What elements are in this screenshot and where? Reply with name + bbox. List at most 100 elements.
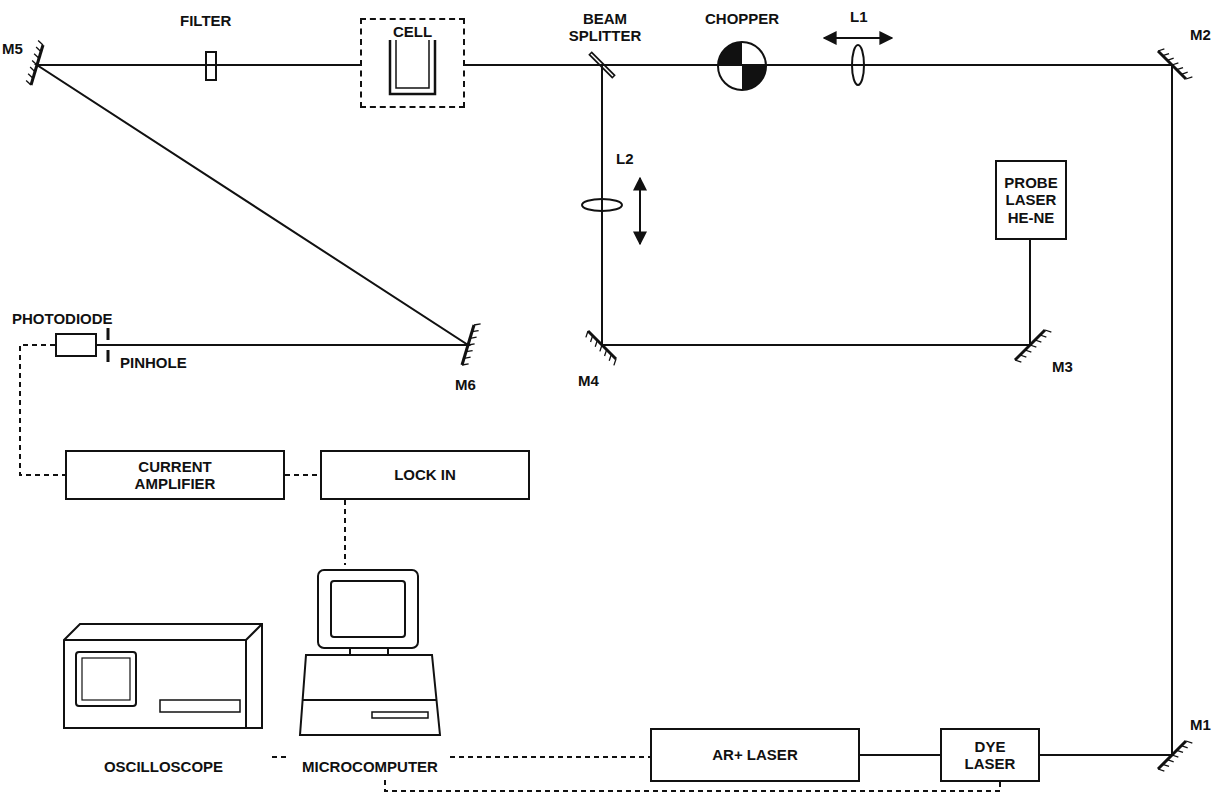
- disk-slot: [372, 712, 428, 718]
- box-label: LOCK IN: [394, 466, 456, 483]
- mirror-hatch: [34, 54, 39, 59]
- part-label: CHOPPER: [705, 10, 779, 27]
- cuvette-symbol: [390, 40, 435, 94]
- beam-line: [465, 65, 1172, 755]
- mirror-hatch: [30, 67, 35, 72]
- laser-box: PROBE LASER HE-NE: [995, 160, 1067, 240]
- monitor-case: [318, 570, 418, 648]
- oscilloscope-case: [64, 639, 246, 641]
- mirror-hatch: [1163, 54, 1169, 56]
- mirror-hatch: [1167, 760, 1173, 762]
- mirror-hatch: [1181, 746, 1187, 748]
- box-label: PROBE LASER HE-NE: [1001, 174, 1061, 226]
- pinhole-symbol: [107, 350, 110, 362]
- part-label: M1: [1190, 716, 1211, 733]
- cuvette-symbol: [396, 40, 429, 88]
- microcomputer: MICROCOMPUTER: [290, 565, 450, 778]
- laser-box: AR+ LASER: [650, 728, 860, 782]
- beam-line: [465, 65, 1030, 345]
- photodiode-box: PHOTODIODE: [55, 333, 97, 357]
- mirror-hatch: [36, 47, 41, 52]
- part-label: FILTER: [180, 12, 231, 29]
- part-label: PINHOLE: [120, 354, 187, 371]
- mirror-hatch: [28, 74, 33, 79]
- mirror-hatch: [1177, 750, 1183, 752]
- component-label: PHOTODIODE: [12, 310, 44, 327]
- mirror-hatch: [1025, 350, 1031, 352]
- mirror-hatch: [614, 359, 616, 365]
- mirror-hatch: [605, 350, 607, 356]
- mirror-hatch: [464, 357, 471, 358]
- mirror-hatch: [595, 340, 597, 346]
- part-label: M4: [578, 372, 599, 389]
- mirror-hatch: [591, 336, 593, 342]
- oscilloscope: OSCILLOSCOPE: [55, 615, 272, 778]
- pinhole-symbol: [107, 328, 110, 340]
- signal-line: [20, 345, 65, 475]
- signal-line: [285, 474, 320, 476]
- mirror-hatch: [586, 331, 588, 337]
- mirror-hatch: [474, 324, 481, 325]
- chopper-blade: [742, 66, 766, 90]
- mirror-hatch: [1186, 77, 1192, 79]
- mirror-hatch: [1177, 68, 1183, 70]
- mirror-hatch: [1040, 335, 1046, 337]
- mirror-hatch: [1158, 49, 1164, 51]
- box-label: CURRENT AMPLIFIER: [119, 458, 231, 493]
- computer-base: [303, 699, 437, 701]
- mirror-hatch: [38, 40, 43, 45]
- part-label: M6: [455, 376, 476, 393]
- box-label: DYE LASER: [958, 738, 1022, 773]
- mirror-hatch: [1158, 769, 1164, 771]
- signal-line: [272, 756, 290, 758]
- mirror-hatch: [1045, 330, 1051, 332]
- mirror-hatch: [466, 351, 473, 352]
- part-label: BEAM SPLITTER: [560, 10, 650, 45]
- signal-line: [344, 500, 346, 565]
- mirror-hatch: [470, 337, 477, 338]
- oscilloscope-case: [245, 640, 247, 728]
- oscilloscope-case: [246, 624, 262, 640]
- mirror-hatch: [1020, 355, 1026, 357]
- part-label: L2: [616, 150, 634, 167]
- chopper-blade: [718, 42, 742, 66]
- mirror-hatch: [1015, 360, 1021, 362]
- oscilloscope-panel: [160, 700, 240, 712]
- part-label: L1: [850, 8, 868, 25]
- oscilloscope-case: [64, 624, 262, 728]
- computer-base: [300, 655, 440, 735]
- oscilloscope-screen: [76, 652, 136, 706]
- mirror-hatch: [26, 80, 31, 85]
- signal-line: [450, 756, 650, 758]
- mirror-hatch: [1186, 741, 1192, 743]
- lock-in-box: LOCK IN: [320, 450, 530, 500]
- mirror-hatch: [462, 364, 469, 365]
- mirror-hatch: [1035, 340, 1041, 342]
- beam-line: [860, 754, 940, 756]
- monitor-stand: [350, 648, 388, 655]
- part-label: M3: [1052, 358, 1073, 375]
- mirror-hatch: [1167, 58, 1173, 60]
- mirror-hatch: [609, 354, 611, 360]
- translation-arrow: [639, 178, 641, 244]
- translation-arrow: [824, 37, 892, 39]
- oscilloscope-drawing: [64, 624, 262, 728]
- computer-drawing: [300, 570, 440, 735]
- box-label: MICROCOMPUTER: [302, 758, 438, 775]
- mirror-hatch: [1163, 764, 1169, 766]
- oscilloscope-screen: [82, 658, 130, 700]
- monitor-screen: [331, 581, 405, 637]
- part-label: M2: [1190, 26, 1211, 43]
- part-label: M5: [2, 40, 23, 57]
- mirror-group: [26, 40, 1192, 771]
- sample-cell: CELL: [360, 18, 465, 108]
- box-label: OSCILLOSCOPE: [104, 758, 223, 775]
- amplifier-box: CURRENT AMPLIFIER: [65, 450, 285, 500]
- laser-box: DYE LASER: [940, 728, 1040, 782]
- box-label: AR+ LASER: [712, 746, 797, 763]
- mirror-hatch: [472, 331, 479, 332]
